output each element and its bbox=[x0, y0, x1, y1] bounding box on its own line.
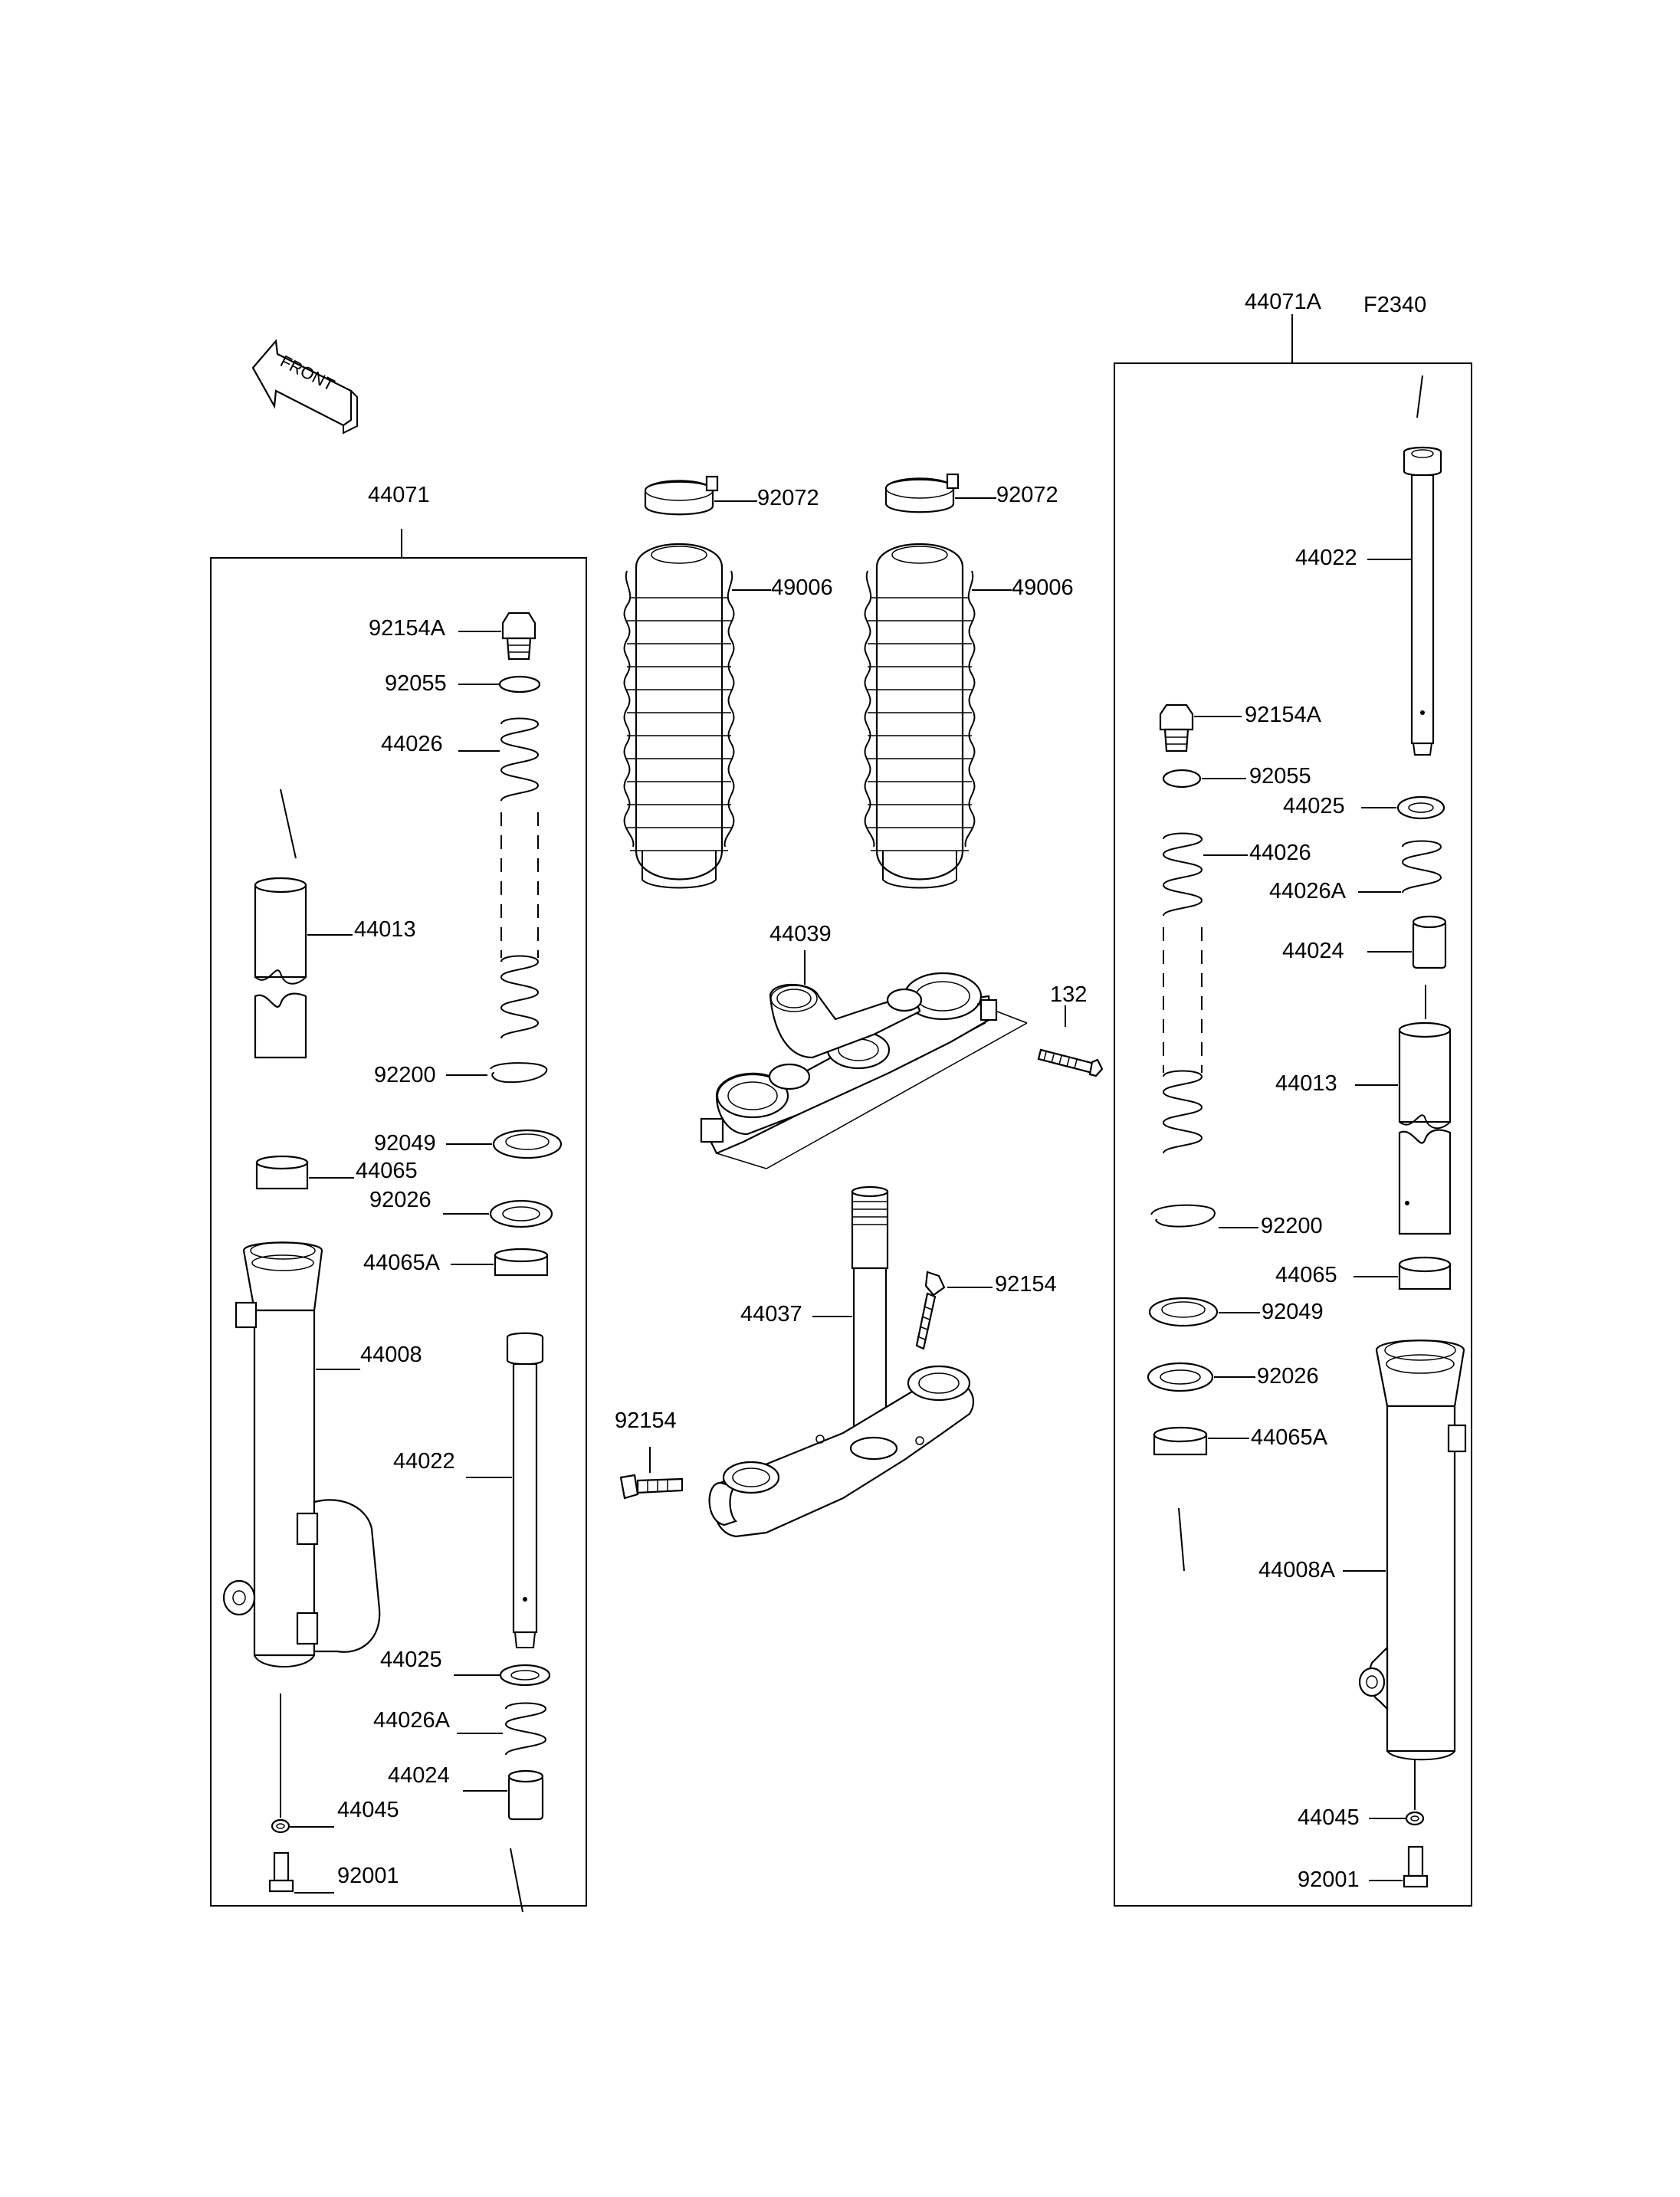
clip-92200-right bbox=[1150, 1204, 1216, 1228]
part-label: 44013 bbox=[354, 917, 416, 942]
seal-92049-right bbox=[1148, 1297, 1219, 1327]
clip-92200-left bbox=[490, 1062, 548, 1084]
bushing-44065-left bbox=[255, 1155, 309, 1190]
part-label: 44045 bbox=[1298, 1805, 1360, 1830]
cylinder-44013-right bbox=[1398, 985, 1452, 1235]
part-label: 44039 bbox=[769, 922, 832, 946]
rod-44022-right bbox=[1403, 375, 1442, 756]
part-label: 92200 bbox=[374, 1063, 436, 1087]
piece-44024-right bbox=[1412, 915, 1447, 969]
part-label: 44013 bbox=[1275, 1071, 1337, 1096]
outer-tube-44008-left bbox=[222, 1241, 381, 1667]
part-label: 44024 bbox=[388, 1763, 450, 1788]
part-label: 44008A bbox=[1258, 1558, 1335, 1582]
bolt-92001-right bbox=[1403, 1845, 1429, 1888]
washer-92026-left bbox=[489, 1199, 553, 1228]
washer-92026-right bbox=[1147, 1362, 1214, 1392]
cap-bolt-92154A-right bbox=[1159, 703, 1194, 753]
right-assembly-box bbox=[1114, 362, 1472, 1907]
boot-49006-right bbox=[864, 543, 976, 889]
part-label: 92001 bbox=[337, 1864, 399, 1888]
cylinder-44013-left bbox=[254, 789, 307, 1059]
part-label: 44065A bbox=[1251, 1425, 1327, 1450]
part-label: 44008 bbox=[360, 1343, 422, 1367]
spring-44026A-right bbox=[1401, 840, 1442, 894]
part-label: 92055 bbox=[1249, 764, 1311, 789]
part-label: 92154A bbox=[369, 616, 445, 641]
upper-bracket-44039 bbox=[700, 972, 1028, 1169]
assembly-number-left: 44071 bbox=[368, 483, 430, 507]
part-label: 44026 bbox=[381, 732, 443, 756]
part-label: 44026A bbox=[373, 1708, 450, 1733]
part-label: 92026 bbox=[1257, 1364, 1319, 1389]
part-label: 132 bbox=[1050, 982, 1088, 1007]
bushing-44065A-left bbox=[494, 1248, 549, 1277]
part-label: 92049 bbox=[1262, 1300, 1324, 1324]
outer-tube-44008A-right bbox=[1358, 1340, 1467, 1761]
part-label: 44045 bbox=[337, 1798, 399, 1822]
washer-44025-right bbox=[1396, 795, 1445, 820]
part-label: 44026 bbox=[1249, 841, 1311, 865]
washer-44045-right bbox=[1405, 1759, 1425, 1826]
bushing-44065-right bbox=[1398, 1256, 1452, 1290]
diagram-code: F2340 bbox=[1363, 293, 1427, 317]
part-label: 44065A bbox=[363, 1251, 440, 1275]
part-label: 92049 bbox=[374, 1131, 436, 1156]
spring-44026-left bbox=[500, 717, 540, 1039]
clamp-92072-left bbox=[644, 475, 719, 516]
bolt-92154-stem-left bbox=[619, 1474, 684, 1500]
part-label: 44025 bbox=[380, 1648, 442, 1672]
part-label: 44037 bbox=[740, 1302, 802, 1326]
part-label: 92154 bbox=[995, 1272, 1057, 1297]
clamp-92072-right bbox=[884, 473, 960, 513]
part-label: 92154 bbox=[615, 1408, 677, 1433]
seal-92049-left bbox=[492, 1129, 563, 1159]
bushing-44065A-right bbox=[1153, 1426, 1208, 1456]
part-label: 92026 bbox=[369, 1188, 431, 1212]
bolt-92154-stem-right bbox=[915, 1271, 946, 1350]
assembly-number-right: 44071A bbox=[1245, 290, 1321, 314]
front-arrow-icon: FRONT bbox=[251, 339, 358, 434]
part-label: 49006 bbox=[771, 575, 833, 600]
part-label: 44065 bbox=[1275, 1263, 1337, 1287]
bolt-132 bbox=[1037, 1005, 1104, 1077]
rod-44022-left bbox=[506, 1332, 544, 1648]
boot-49006-left bbox=[623, 543, 735, 889]
part-label: 92072 bbox=[757, 486, 819, 510]
part-label: 49006 bbox=[1012, 575, 1074, 600]
part-label: 92055 bbox=[385, 671, 447, 696]
piece-44024-left bbox=[507, 1769, 544, 1821]
bolt-92001-left bbox=[268, 1851, 294, 1893]
spring-44026-right bbox=[1162, 832, 1203, 1154]
left-assembly-box bbox=[210, 557, 587, 1907]
o-ring-92055-right bbox=[1162, 769, 1202, 789]
cap-bolt-92154A-left bbox=[501, 612, 536, 661]
part-label: 44025 bbox=[1283, 794, 1345, 818]
washer-44025-left bbox=[499, 1664, 551, 1687]
part-label: 44065 bbox=[356, 1159, 418, 1183]
part-label: 44024 bbox=[1282, 939, 1344, 963]
spring-44026A-left bbox=[504, 1702, 547, 1756]
part-label: 92154A bbox=[1245, 703, 1321, 727]
part-label: 44026A bbox=[1269, 879, 1346, 903]
part-label: 44022 bbox=[1295, 546, 1357, 570]
part-label: 44022 bbox=[393, 1449, 455, 1474]
washer-44045-left bbox=[271, 1694, 290, 1834]
part-label: 92200 bbox=[1261, 1214, 1323, 1238]
stem-44037 bbox=[708, 1185, 975, 1538]
part-label: 92072 bbox=[996, 483, 1058, 507]
part-label: 92001 bbox=[1298, 1867, 1360, 1892]
